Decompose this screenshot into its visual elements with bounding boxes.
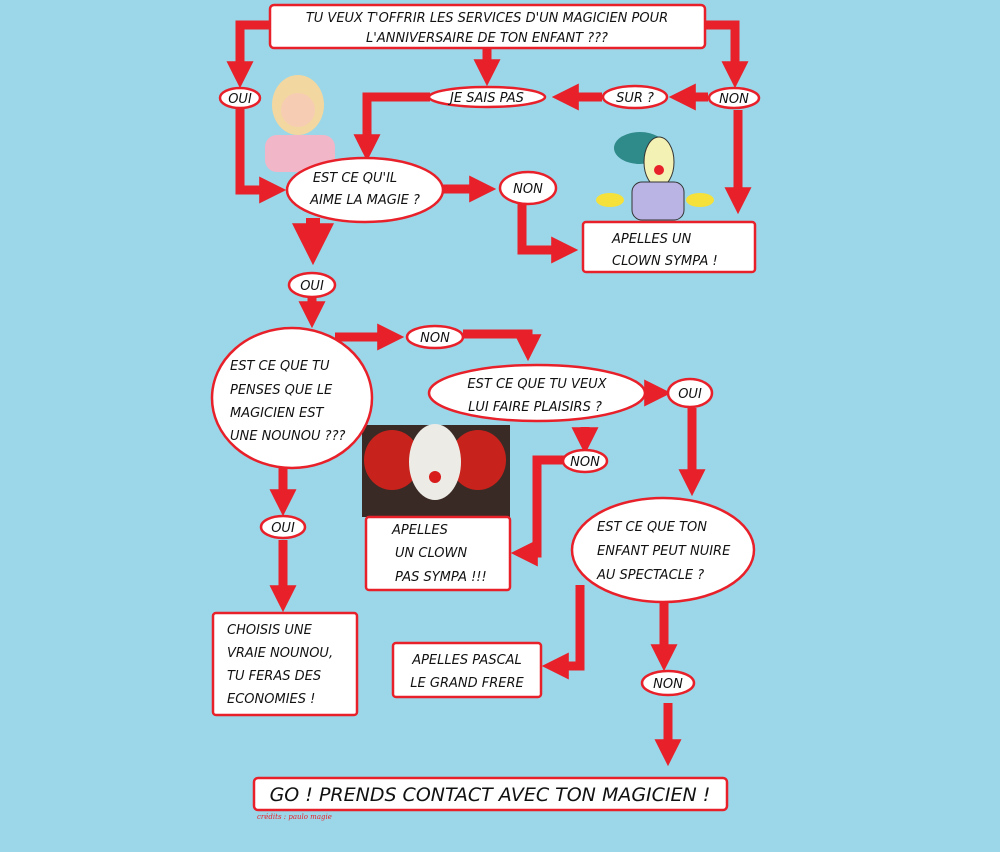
question-line: AU SPECTACLE ? (596, 568, 704, 583)
question-line: LUI FAIRE PLAISIRS ? (468, 400, 602, 415)
answer-oui-3: OUI (666, 377, 714, 409)
question-plaisir: EST CE QUE TU VEUX LUI FAIRE PLAISIRS ? (427, 363, 647, 423)
start-question-line1: TU VEUX T'OFFRIR LES SERVICES D'UN MAGIC… (306, 11, 668, 26)
arrow-start-to-oui (226, 20, 270, 89)
outcome-choisis-nounou: CHOISIS UNE VRAIE NOUNOU, TU FERAS DES E… (211, 611, 359, 717)
arrow-non-to-plaisir (463, 329, 542, 362)
answer-label: NON (420, 331, 450, 346)
question-aime-magie: EST CE QU'IL AIME LA MAGIE ? (285, 156, 445, 224)
arrow-oui-to-aime-magie (235, 109, 287, 204)
answer-je-sais-pas: JE SAIS PAS (427, 85, 547, 109)
outcome-clown-pas-sympa: APELLES UN CLOWN PAS SYMPA !!! (364, 515, 512, 592)
outcome-line: UN CLOWN (395, 546, 467, 561)
outcome-line: VRAIE NOUNOU, (227, 646, 333, 661)
outcome-line: APELLES (391, 523, 448, 538)
question-line: UNE NOUNOU ??? (230, 429, 345, 444)
start-question-box: TU VEUX T'OFFRIR LES SERVICES D'UN MAGIC… (268, 3, 707, 50)
answer-non-3: NON (405, 324, 465, 350)
question-line: EST CE QUE TON (597, 520, 707, 535)
outcome-clown-sympa: APELLES UN CLOWN SYMPA ! (581, 220, 757, 274)
start-question-line2: L'ANNIVERSAIRE DE TON ENFANT ??? (366, 31, 608, 46)
arrows (226, 20, 752, 767)
question-nuire: EST CE QUE TON ENFANT PEUT NUIRE AU SPEC… (570, 496, 756, 604)
answer-label: NON (570, 455, 600, 470)
answer-sur: SUR ? (601, 84, 669, 110)
outcome-line: APELLES UN (611, 232, 692, 247)
question-nounou: EST CE QUE TU PENSES QUE LE MAGICIEN EST… (210, 326, 374, 470)
answer-label: NON (513, 182, 543, 197)
question-line: EST CE QUE TU VEUX (467, 377, 607, 392)
question-line: MAGICIEN EST (230, 406, 324, 421)
answer-label: JE SAIS PAS (447, 91, 524, 106)
outcome-line: TU FERAS DES (227, 669, 321, 684)
answer-label: OUI (300, 279, 324, 294)
outcome-line: LE GRAND FRERE (410, 676, 524, 691)
answer-oui-2: OUI (287, 271, 337, 299)
arrow-non-to-clown-pas-sympa (510, 455, 565, 567)
answer-label: NON (719, 92, 749, 107)
arrow-start-to-non (705, 20, 749, 89)
question-line: PENSES QUE LE (230, 383, 333, 398)
question-line: EST CE QU'IL (313, 171, 397, 186)
answer-label: OUI (228, 92, 252, 107)
outcome-go-magicien: GO ! PRENDS CONTACT AVEC TON MAGICIEN ! (252, 776, 729, 812)
question-line: ENFANT PEUT NUIRE (597, 544, 731, 559)
answer-label: NON (653, 677, 683, 692)
outcome-line: CHOISIS UNE (227, 623, 313, 638)
arrow-nuire-to-pascal (541, 585, 585, 680)
arrow-je-sais-pas-to-aime-magie (353, 92, 430, 162)
outcome-line: APELLES PASCAL (411, 653, 522, 668)
answer-label: SUR ? (616, 91, 654, 106)
girl-thumbs-up-photo (265, 75, 335, 172)
answer-oui-1: OUI (218, 86, 262, 110)
answer-oui-4: OUI (259, 514, 307, 540)
krusty-clown-illustration (596, 132, 714, 221)
credits-text: crédits : paulo magie (257, 813, 332, 821)
outcome-pascal: APELLES PASCAL LE GRAND FRERE (391, 641, 543, 699)
answer-non-2: NON (498, 170, 558, 206)
answer-non-1: NON (707, 86, 761, 110)
outcome-line: PAS SYMPA !!! (395, 570, 487, 585)
answer-label: OUI (678, 387, 702, 402)
arrow-non-to-clown-sympa-2 (517, 204, 579, 264)
question-line: EST CE QUE TU (230, 359, 330, 374)
outcome-line: CLOWN SYMPA ! (612, 254, 718, 269)
answer-label: OUI (271, 521, 295, 536)
go-label: GO ! PRENDS CONTACT AVEC TON MAGICIEN ! (270, 784, 711, 806)
answer-non-4: NON (561, 448, 609, 474)
outcome-line: ECONOMIES ! (227, 692, 315, 707)
question-line: AIME LA MAGIE ? (309, 193, 420, 208)
pennywise-clown-photo (362, 424, 510, 517)
answer-non-5: NON (640, 669, 696, 697)
